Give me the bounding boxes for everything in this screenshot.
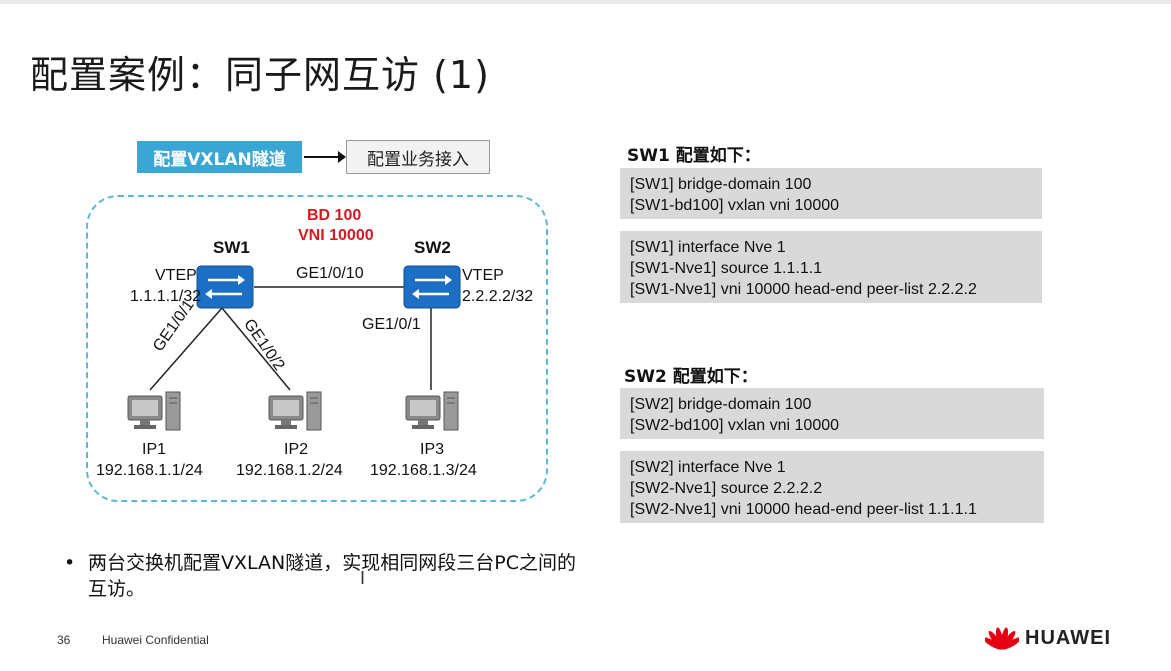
sw2-vtep-label: VTEP [462,267,504,284]
pc2-name: IP2 [284,441,309,458]
sw1-switch-icon [196,265,254,309]
bullet-dot-icon: • [64,552,76,574]
sw2-config-block-2: [SW2] interface Nve 1 [SW2-Nve1] source … [620,451,1044,523]
pc1-computer-icon [127,391,181,431]
flow-step-service-access: 配置业务接入 [346,140,490,174]
code-line: [SW1-Nve1] vni 10000 head-end peer-list … [630,281,977,298]
page-number: 36 [57,633,71,647]
pc2-ip: 192.168.1.2/24 [236,462,343,479]
code-line: [SW2-bd100] vxlan vni 10000 [630,417,840,434]
code-line: [SW1] bridge-domain 100 [630,176,812,193]
code-line: [SW2-Nve1] vni 10000 head-end peer-list … [630,501,977,518]
confidential-label: Huawei Confidential [102,633,209,647]
sw2-name: SW2 [414,238,451,257]
bullet-text: 两台交换机配置VXLAN隧道，实现相同网段三台PC之间的互访。 [88,552,576,600]
sw2-switch-icon [403,265,461,309]
vni-label: VNI 10000 [298,227,374,244]
sw1-vtep-label: VTEP [155,267,197,284]
bd-label: BD 100 [307,207,362,224]
pc1-ip: 192.168.1.1/24 [96,462,203,479]
huawei-flower-icon [985,627,1019,650]
link-sw1-sw2-label: GE1/0/10 [296,265,364,282]
pc1-name: IP1 [142,441,167,458]
flow-arrow-icon [304,151,346,163]
sw1-config-heading: SW1 配置如下： [627,146,761,166]
pc3-computer-icon [405,391,459,431]
code-line: [SW1-Nve1] source 1.1.1.1 [630,260,823,277]
sw1-config-block-1: [SW1] bridge-domain 100 [SW1-bd100] vxla… [620,168,1042,219]
sw2-config-heading: SW2 配置如下： [624,367,758,387]
pc3-ip: 192.168.1.3/24 [370,462,477,479]
huawei-logo: HUAWEI [985,625,1111,651]
pc3-name: IP3 [420,441,445,458]
pc2-computer-icon [268,391,322,431]
code-line: [SW1] interface Nve 1 [630,239,786,256]
sw2-vtep-ip: 2.2.2.2/32 [462,288,534,305]
code-line: [SW2-Nve1] source 2.2.2.2 [630,480,823,497]
sw1-name: SW1 [213,238,250,257]
code-line: [SW1-bd100] vxlan vni 10000 [630,197,840,214]
sw1-vtep-ip: 1.1.1.1/32 [130,288,202,305]
vxlan-domain-area [86,195,548,502]
huawei-brand-text: HUAWEI [1025,626,1111,649]
sw1-config-block-2: [SW1] interface Nve 1 [SW1-Nve1] source … [620,231,1042,303]
slide-title: 配置案例：同子网互访 (1) [30,53,490,97]
text-cursor-icon: I [360,568,366,588]
sw2-config-block-1: [SW2] bridge-domain 100 [SW2-bd100] vxla… [620,388,1044,439]
flow-step-vxlan-tunnel: 配置VXLAN隧道 [137,141,302,173]
link-sw2-pc3-label: GE1/0/1 [362,316,421,333]
top-bar [0,0,1171,4]
code-line: [SW2] bridge-domain 100 [630,396,812,413]
code-line: [SW2] interface Nve 1 [630,459,786,476]
bullet-point: • 两台交换机配置VXLAN隧道，实现相同网段三台PC之间的互访。 [64,550,588,602]
